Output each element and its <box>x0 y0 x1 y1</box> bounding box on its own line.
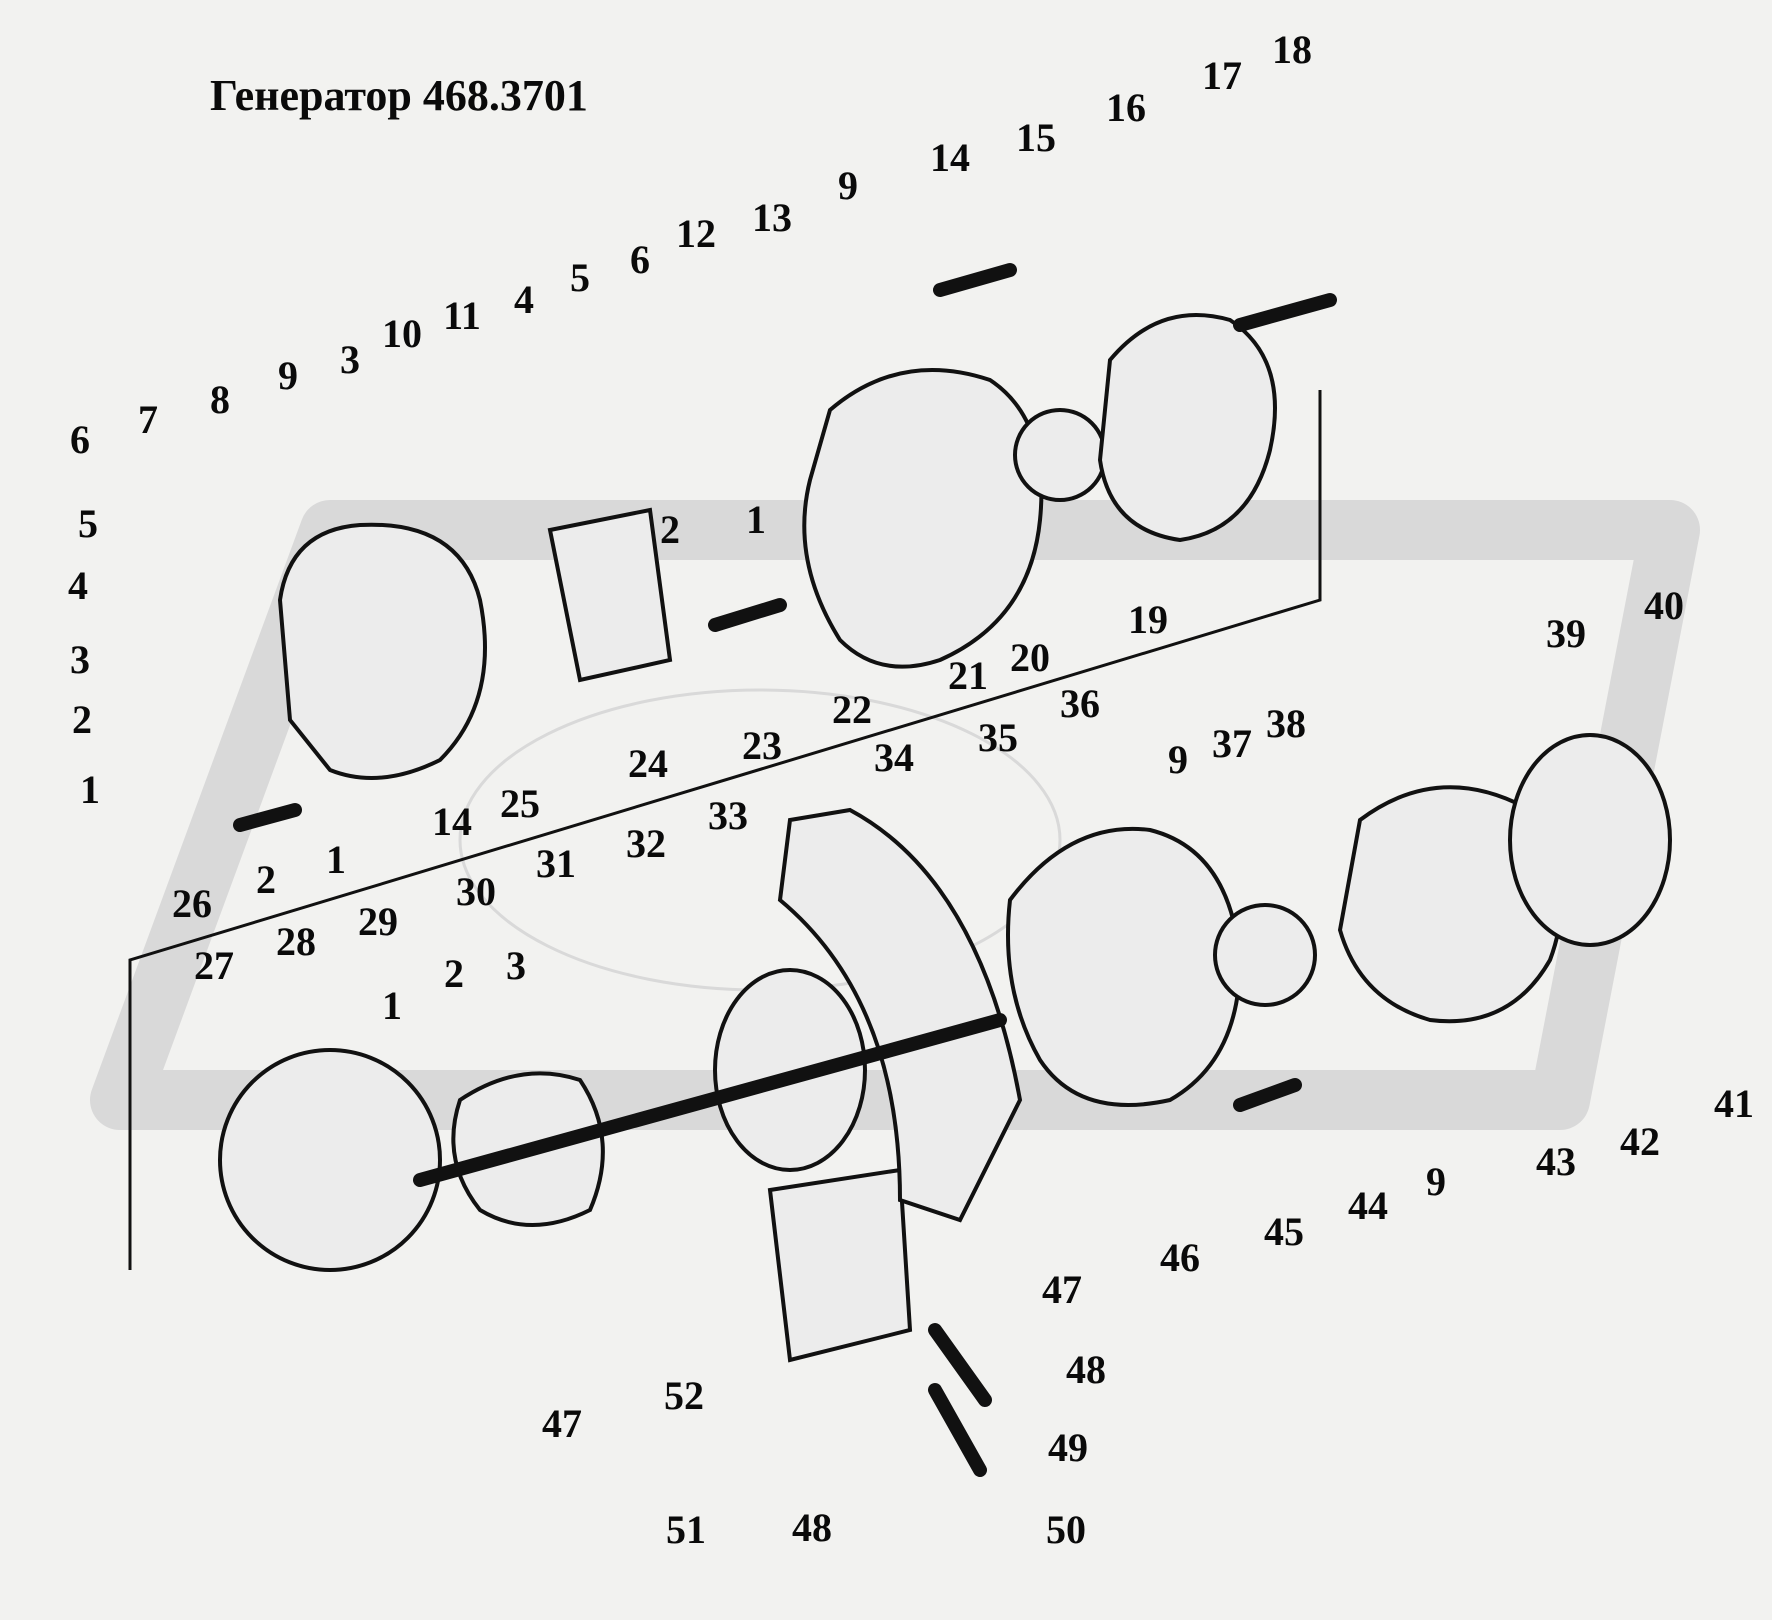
part-callout-48: 48 <box>1066 1347 1106 1392</box>
part-callout-1: 1 <box>382 983 402 1028</box>
part-callout-3: 3 <box>340 337 360 382</box>
part-callout-46: 46 <box>1160 1235 1200 1280</box>
rotor-pole-part-46 <box>713 968 867 1172</box>
part-callout-7: 7 <box>138 397 158 442</box>
part-callout-1: 1 <box>746 497 766 542</box>
part-callout-4: 4 <box>68 563 88 608</box>
mounting-bracket-part-51 <box>767 1167 913 1363</box>
bolt-part-45 <box>1233 1078 1302 1112</box>
part-callout-48: 48 <box>792 1505 832 1550</box>
part-callout-49: 49 <box>1048 1425 1088 1470</box>
part-callout-51: 51 <box>666 1507 706 1552</box>
part-callout-50: 50 <box>1046 1507 1086 1552</box>
part-callout-39: 39 <box>1546 611 1586 656</box>
part-callout-13: 13 <box>752 195 792 240</box>
bearing-part-20 <box>1013 408 1107 502</box>
part-callout-3: 3 <box>506 943 526 988</box>
diagram-title: Генератор 468.3701 <box>210 71 588 120</box>
part-callout-28: 28 <box>276 919 316 964</box>
part-callout-9: 9 <box>1168 737 1188 782</box>
bolt-part-18 <box>1233 293 1337 332</box>
part-callout-10: 10 <box>382 311 422 356</box>
part-callout-32: 32 <box>626 821 666 866</box>
bolt-part-23 <box>708 598 787 632</box>
bearing-part-44 <box>1213 903 1317 1007</box>
part-callout-6: 6 <box>630 237 650 282</box>
part-callout-24: 24 <box>628 741 668 786</box>
part-callout-1: 1 <box>326 837 346 882</box>
assembly-guide-line <box>128 390 1322 1270</box>
brush-holder-part-25 <box>547 507 673 683</box>
part-callout-18: 18 <box>1272 27 1312 72</box>
part-callout-45: 45 <box>1264 1209 1304 1254</box>
part-callout-37: 37 <box>1212 721 1252 766</box>
part-callout-12: 12 <box>676 211 716 256</box>
bolt-part-50 <box>928 1383 987 1477</box>
part-callout-6: 6 <box>70 417 90 462</box>
part-callout-22: 22 <box>832 687 872 732</box>
part-callout-14: 14 <box>432 799 472 844</box>
part-callout-14: 14 <box>930 135 970 180</box>
part-callout-26: 26 <box>172 881 212 926</box>
part-callout-16: 16 <box>1106 85 1146 130</box>
part-callout-3: 3 <box>70 637 90 682</box>
part-callout-27: 27 <box>194 943 234 988</box>
part-callout-19: 19 <box>1128 597 1168 642</box>
part-callout-4: 4 <box>514 277 534 322</box>
part-callout-47: 47 <box>542 1401 582 1446</box>
rear-cover-part-7 <box>277 522 487 780</box>
stator-part-27 <box>218 1048 442 1272</box>
part-callout-25: 25 <box>500 781 540 826</box>
part-callout-2: 2 <box>660 507 680 552</box>
bolt-part-16 <box>933 263 1017 297</box>
part-callout-9: 9 <box>838 163 858 208</box>
part-callout-42: 42 <box>1620 1119 1660 1164</box>
part-callout-9: 9 <box>278 353 298 398</box>
bolt-part-26 <box>233 803 302 832</box>
part-callout-34: 34 <box>874 735 914 780</box>
bolt-part-49 <box>928 1323 992 1407</box>
fan-part-42 <box>1337 785 1564 1024</box>
part-callout-5: 5 <box>570 255 590 300</box>
part-callout-11: 11 <box>443 293 481 338</box>
part-callout-9: 9 <box>1426 1159 1446 1204</box>
drive-end-housing-part-36 <box>1006 826 1243 1107</box>
part-callout-5: 5 <box>78 501 98 546</box>
pulley-part-41 <box>1508 733 1672 947</box>
part-callout-30: 30 <box>456 869 496 914</box>
part-callout-23: 23 <box>742 723 782 768</box>
part-callout-2: 2 <box>444 951 464 996</box>
part-callout-41: 41 <box>1714 1081 1754 1126</box>
part-callout-17: 17 <box>1202 53 1242 98</box>
part-callout-2: 2 <box>72 697 92 742</box>
shaft <box>413 1013 1007 1187</box>
part-callout-33: 33 <box>708 793 748 838</box>
part-callout-36: 36 <box>1060 681 1100 726</box>
part-callout-31: 31 <box>536 841 576 886</box>
part-callout-29: 29 <box>358 899 398 944</box>
part-callout-38: 38 <box>1266 701 1306 746</box>
part-callout-15: 15 <box>1016 115 1056 160</box>
part-callout-2: 2 <box>256 857 276 902</box>
part-callout-52: 52 <box>664 1373 704 1418</box>
part-callout-44: 44 <box>1348 1183 1388 1228</box>
rectifier-plate-part-19 <box>1097 313 1277 543</box>
rectifier-bracket-part-21 <box>802 368 1044 669</box>
part-callout-8: 8 <box>210 377 230 422</box>
part-callout-40: 40 <box>1644 583 1684 628</box>
part-callout-1: 1 <box>80 767 100 812</box>
part-callout-20: 20 <box>1010 635 1050 680</box>
cooling-shield-part-34 <box>777 807 1023 1223</box>
part-callout-21: 21 <box>948 653 988 698</box>
part-callout-43: 43 <box>1536 1139 1576 1184</box>
part-callout-47: 47 <box>1042 1267 1082 1312</box>
part-callout-35: 35 <box>978 715 1018 760</box>
